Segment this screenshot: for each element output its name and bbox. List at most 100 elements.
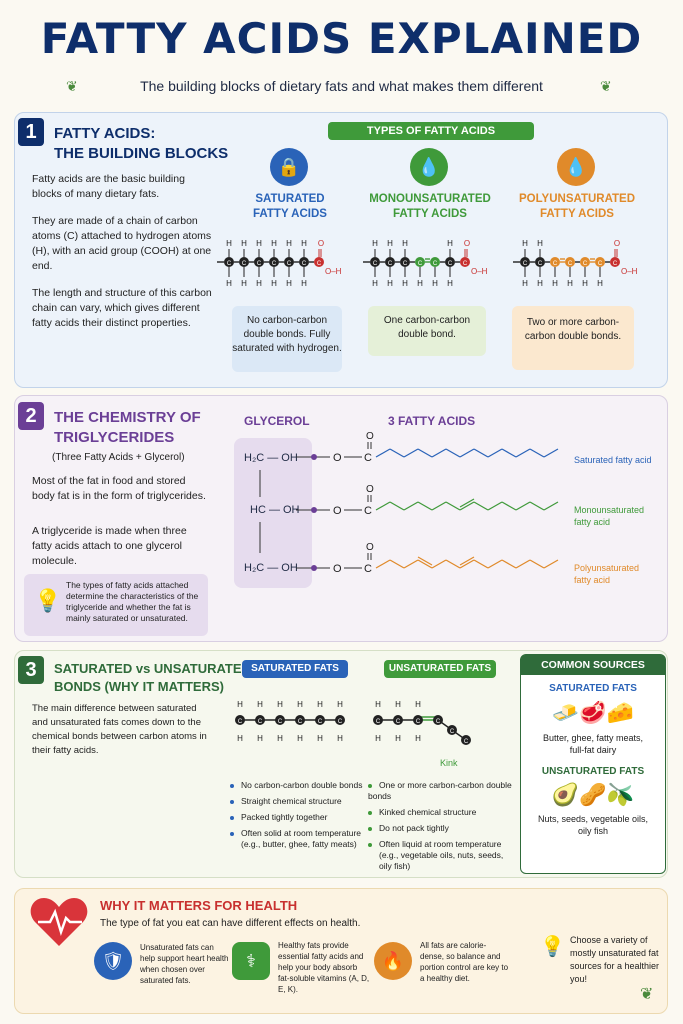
atom-label: H <box>552 279 558 288</box>
atom-label: H <box>256 279 262 288</box>
atom-label: H <box>237 700 243 709</box>
section-title: FATTY ACIDS:THE BUILDING BLOCKS <box>54 125 229 162</box>
atom-label: C <box>318 719 323 725</box>
fa-label-saturated: Saturated fatty acid <box>574 455 652 465</box>
atom-label: H <box>337 700 343 709</box>
fatty-acids-label: 3 FATTY ACIDS <box>388 414 476 428</box>
carbon-atom <box>255 715 265 725</box>
carbon-atom <box>295 715 305 725</box>
carbon-atom <box>550 257 560 267</box>
atom-label: O <box>318 239 324 248</box>
sat-header: SATURATED FATS <box>242 660 348 678</box>
atom-label: C <box>376 719 381 725</box>
atom-label: C <box>388 261 393 267</box>
atom-label: H <box>277 700 283 709</box>
glycerol-label: GLYCEROL <box>244 414 310 428</box>
droplets-icon: 💧 <box>557 148 595 186</box>
atom-label: C <box>364 505 372 517</box>
section-text: Fatty acids are the basic building block… <box>32 173 185 200</box>
atom-label: C <box>436 719 441 725</box>
glycerol-row-1: H₂C — OH <box>244 452 298 464</box>
atom-label: H <box>317 700 323 709</box>
carbon-atom <box>239 257 249 267</box>
atom-label: H <box>256 239 262 248</box>
atom-label: C <box>302 261 307 267</box>
leaf-icon: ❦ <box>640 986 654 1003</box>
atom-label: H <box>372 239 378 248</box>
atom-label: H <box>286 239 292 248</box>
atom-label: C <box>396 719 401 725</box>
atom-label: H <box>237 734 243 743</box>
atom-label: H <box>387 239 393 248</box>
leaf-icon: ❦ <box>600 78 612 94</box>
atom-label: O <box>614 239 620 248</box>
atom-label: H <box>271 239 277 248</box>
unsat-bullets: One or more carbon-carbon double bonds K… <box>368 780 512 871</box>
atom-label: H <box>286 279 292 288</box>
atom-label: H <box>301 239 307 248</box>
atom-label: C <box>403 261 408 267</box>
sources-sat-desc: Butter, ghee, fatty meats,full-fat dairy <box>542 733 644 755</box>
desc-saturated: No carbon-carbon double bonds. Fully sat… <box>232 306 342 372</box>
atom-label: H <box>277 734 283 743</box>
atom-label: H <box>582 279 588 288</box>
atom-label: C <box>448 261 453 267</box>
atom-label: H <box>402 279 408 288</box>
atom-label: C <box>598 261 603 267</box>
atom-label: O <box>333 563 342 575</box>
atom-label: C <box>450 729 455 735</box>
carbon-atom <box>445 257 455 267</box>
atom-label: H <box>257 700 263 709</box>
nutrition-icon: ⚕ <box>232 942 270 980</box>
atom-label: H <box>297 700 303 709</box>
section-text: The main difference between saturated an… <box>32 703 207 756</box>
atom-label: O <box>333 505 342 517</box>
shield-heart-icon: 🛡 <box>94 942 132 980</box>
kink-label: Kink <box>440 758 458 768</box>
carbon-atom <box>595 257 605 267</box>
atom-label: H <box>375 734 381 743</box>
atom-label: C <box>523 261 528 267</box>
atom-label: C <box>257 261 262 267</box>
carbon-atom <box>400 257 410 267</box>
atom-label: O–H <box>325 267 342 276</box>
atom-label: C <box>553 261 558 267</box>
atom-label: O–H <box>621 267 638 276</box>
atom-label: C <box>287 261 292 267</box>
carbon-atom <box>430 257 440 267</box>
atom-label: H <box>447 279 453 288</box>
atom-label: H <box>447 239 453 248</box>
carbon-atom <box>275 715 285 725</box>
section-text: Most of the fat in food and stored body … <box>32 475 206 502</box>
sources-unsat: UNSATURATED FATS <box>541 766 645 777</box>
atom-label: C <box>258 719 263 725</box>
atom-label: H <box>567 279 573 288</box>
atom-label: H <box>537 279 543 288</box>
section-subtitle: (Three Fatty Acids + Glycerol) <box>52 452 185 463</box>
butter-meat-cheese-icon: 🧈🥩🧀 <box>551 700 635 725</box>
atom-label: C <box>418 261 423 267</box>
atom-label: H <box>395 700 401 709</box>
atom-label: O <box>366 484 374 495</box>
types-header: TYPES OF FATTY ACIDS <box>328 122 534 140</box>
atom-label: C <box>338 719 343 725</box>
leaf-icon: ❦ <box>66 78 78 94</box>
carbon-atom <box>314 257 324 267</box>
carbon-atom <box>235 715 245 725</box>
avocado-nuts-oil-icon: 🥑🥜🫒 <box>551 782 635 807</box>
atom-label: C <box>433 261 438 267</box>
sources-title: COMMON SOURCES <box>521 655 665 675</box>
carbon-atom <box>254 257 264 267</box>
ester-dot <box>311 507 317 513</box>
carbon-atom <box>535 257 545 267</box>
atom-label: H <box>372 279 378 288</box>
carbon-atom <box>385 257 395 267</box>
